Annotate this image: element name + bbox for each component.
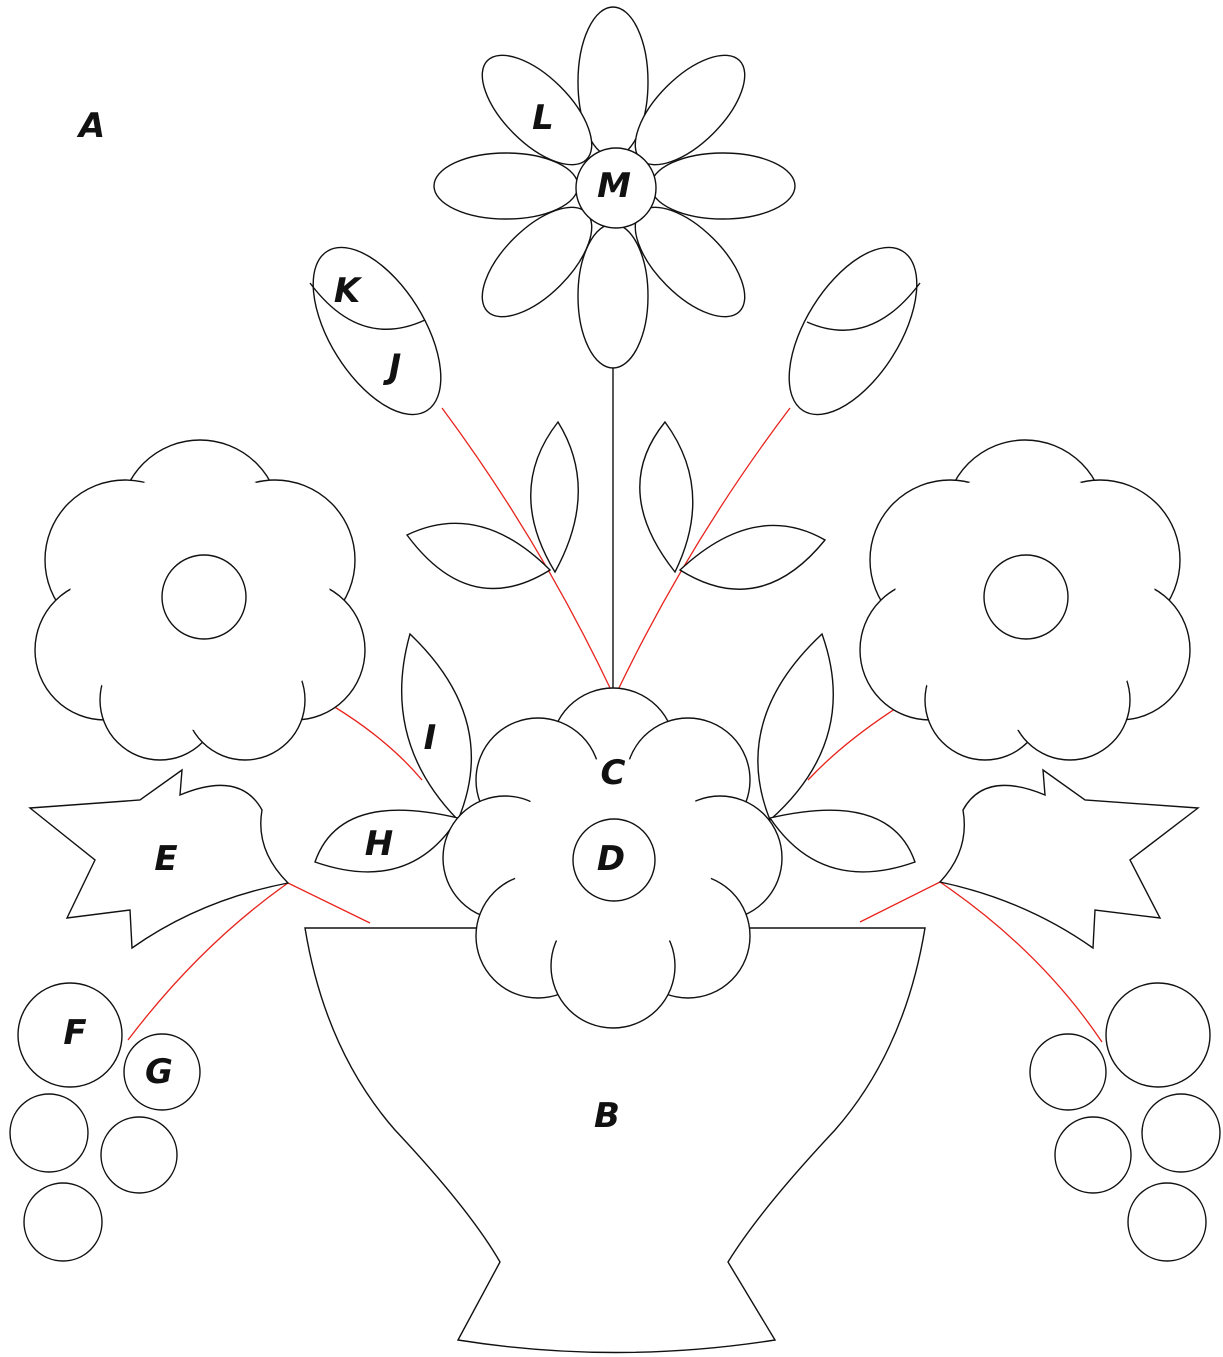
daisy-petal xyxy=(433,152,579,220)
label-I: I xyxy=(424,718,437,758)
left-flower-center xyxy=(161,554,247,640)
bud-J xyxy=(312,246,442,416)
leaf-right-lower-side xyxy=(768,809,916,873)
daisy xyxy=(433,6,796,369)
label-K: K xyxy=(334,271,363,311)
left-bud xyxy=(309,246,442,416)
label-A: A xyxy=(76,106,105,146)
right-bud-stem xyxy=(616,407,791,693)
grape xyxy=(1054,1116,1132,1194)
label-E: E xyxy=(154,839,177,879)
grape xyxy=(1127,1182,1207,1262)
leaf-I xyxy=(400,632,473,822)
right-grapes xyxy=(1029,982,1221,1262)
leaf-right-lower xyxy=(678,524,827,590)
right-bud-body xyxy=(788,246,918,416)
leaf-left-upper xyxy=(530,420,579,574)
tulip-E xyxy=(28,768,290,950)
left-grapes xyxy=(9,982,201,1262)
label-C: C xyxy=(601,753,626,793)
leaf-right-upper-side xyxy=(757,632,834,822)
stems xyxy=(127,368,1103,1043)
left-bud-stem xyxy=(441,407,613,693)
right-flower xyxy=(859,439,1191,761)
left-grape-stem xyxy=(127,882,289,1041)
bud-K-divider xyxy=(309,282,426,330)
leaf-left-lower xyxy=(405,522,552,590)
grape-G xyxy=(123,1033,201,1111)
left-flower xyxy=(34,439,366,761)
right-bud xyxy=(788,246,921,416)
label-F: F xyxy=(63,1013,86,1053)
right-tulip-stem xyxy=(859,881,941,923)
grape xyxy=(1029,1033,1107,1111)
right-grape-stem xyxy=(939,881,1103,1043)
grape xyxy=(1105,982,1211,1088)
label-M: M xyxy=(597,166,631,206)
daisy-center-M xyxy=(575,147,657,229)
right-bud-divider xyxy=(806,282,921,331)
center-leaves xyxy=(405,420,827,590)
side-leaves xyxy=(314,632,916,873)
label-D: D xyxy=(597,839,625,879)
label-L: L xyxy=(532,98,554,138)
center-D xyxy=(572,818,656,902)
label-H: H xyxy=(365,824,393,864)
daisy-petal-L xyxy=(481,54,593,166)
grape xyxy=(23,1182,103,1262)
leaf-right-upper xyxy=(639,420,694,574)
grape xyxy=(1141,1093,1221,1173)
grape xyxy=(9,1093,89,1173)
label-G: G xyxy=(145,1052,173,1092)
vase-B xyxy=(304,927,926,1354)
left-tulip-stem xyxy=(287,882,371,924)
grape xyxy=(100,1116,178,1194)
tulip-right xyxy=(938,768,1200,950)
daisy-petal xyxy=(577,223,649,369)
daisy-petal xyxy=(650,152,796,220)
right-flower-center xyxy=(983,554,1069,640)
center-flower-C xyxy=(442,687,783,1029)
label-B: B xyxy=(594,1096,620,1136)
grape-F xyxy=(17,982,123,1088)
